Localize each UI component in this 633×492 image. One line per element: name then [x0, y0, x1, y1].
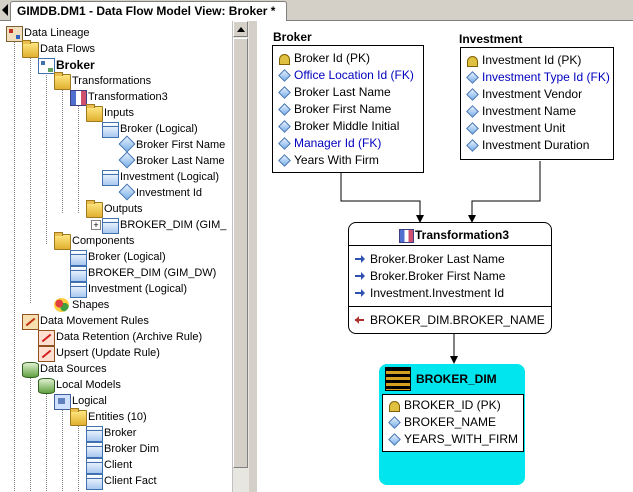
scroll-up-button[interactable]	[233, 21, 248, 37]
primary-key-icon	[279, 54, 290, 65]
input-arrow-icon	[355, 289, 365, 298]
table-icon	[385, 367, 411, 391]
investment-to-transformation-connector	[468, 161, 541, 223]
panel-splitter[interactable]	[249, 21, 257, 492]
tree-guide-line	[46, 385, 47, 491]
folder-icon	[22, 40, 39, 58]
model-explorer-tree[interactable]: Data Lineage Data Flows Broker Transform…	[0, 21, 249, 492]
table-icon	[70, 266, 87, 282]
attribute-icon	[278, 154, 291, 167]
scroll-left-icon[interactable]	[2, 4, 8, 16]
rule-icon	[38, 330, 55, 346]
broker-dim-entity[interactable]: BROKER_ID (PK) BROKER_NAME YEARS_WITH_FI…	[382, 394, 524, 452]
broker-entity-title: Broker	[273, 30, 312, 44]
database-icon	[38, 378, 55, 394]
transformation-icon	[70, 90, 87, 106]
folder-icon	[54, 72, 71, 90]
transformation-title-divider	[349, 245, 551, 246]
attribute-icon	[118, 183, 136, 201]
attribute-icon	[118, 151, 136, 169]
table-icon	[102, 218, 119, 234]
data-flow-icon	[38, 58, 55, 74]
attribute-icon	[466, 139, 479, 152]
folder-icon	[70, 408, 87, 426]
tree-guide-line	[46, 69, 47, 244]
diagram-canvas[interactable]: Broker Broker Id (PK) Office Location Id…	[257, 21, 633, 492]
table-icon	[86, 426, 103, 442]
attribute-icon	[278, 69, 291, 82]
primary-key-icon	[467, 56, 478, 67]
scroll-thumb[interactable]	[233, 38, 248, 468]
shapes-icon	[54, 298, 69, 312]
transformation-io-divider	[349, 306, 551, 307]
folder-icon	[54, 232, 71, 250]
tree-guide-line	[62, 401, 63, 491]
tree-scrollbar[interactable]	[232, 21, 249, 492]
document-tab[interactable]: GIMDB.DM1 - Data Flow Model View: Broker…	[10, 1, 287, 21]
investment-entity[interactable]: Investment Id (PK) Investment Type Id (F…	[460, 47, 614, 160]
document-tab-title: GIMDB.DM1 - Data Flow Model View: Broker…	[17, 4, 276, 18]
tree-guide-line	[78, 101, 79, 213]
table-icon	[102, 170, 119, 186]
attribute-icon	[278, 120, 291, 133]
attribute-icon	[466, 88, 479, 101]
broker-entity[interactable]: Broker Id (PK) Office Location Id (FK) B…	[272, 45, 424, 173]
primary-key-icon	[389, 401, 400, 412]
attribute-icon	[466, 71, 479, 84]
table-icon	[70, 250, 87, 266]
rule-icon	[38, 346, 55, 362]
table-icon	[86, 442, 103, 458]
expand-button[interactable]: +	[91, 220, 101, 230]
tree-guide-line	[62, 85, 63, 213]
broker-dim-header[interactable]: BROKER_DIM	[382, 367, 522, 391]
connector-layer	[340, 161, 541, 364]
attribute-icon	[118, 135, 136, 153]
model-icon	[54, 394, 71, 410]
lineage-icon	[6, 26, 23, 42]
attribute-icon	[278, 103, 291, 116]
transformation-title: Transformation3	[415, 228, 510, 242]
tree-guide-line	[30, 53, 31, 303]
broker-dim-title: BROKER_DIM	[416, 372, 497, 386]
document-tab-bar: GIMDB.DM1 - Data Flow Model View: Broker…	[0, 0, 633, 21]
investment-entity-title: Investment	[459, 32, 523, 46]
attribute-icon	[466, 105, 479, 118]
database-icon	[22, 362, 39, 378]
table-icon	[86, 474, 103, 490]
attribute-icon	[388, 416, 401, 429]
table-icon	[70, 282, 87, 298]
input-arrow-icon	[355, 272, 365, 281]
folder-icon	[86, 104, 103, 122]
rule-icon	[22, 314, 39, 330]
table-icon	[86, 458, 103, 474]
attribute-icon	[466, 122, 479, 135]
tree-guide-line	[78, 417, 79, 491]
transformation-icon	[399, 229, 414, 243]
tree-guide-line	[30, 369, 31, 491]
folder-icon	[86, 200, 103, 218]
attribute-icon	[388, 433, 401, 446]
attribute-icon	[278, 86, 291, 99]
transformation-box[interactable]: Transformation3 Broker.Broker Last Name …	[348, 222, 552, 334]
output-arrow-icon	[355, 316, 364, 325]
tree-guide-line	[14, 37, 15, 491]
broker-to-transformation-connector	[340, 171, 424, 223]
attribute-icon	[278, 137, 291, 150]
input-arrow-icon	[355, 255, 365, 264]
table-icon	[102, 122, 119, 138]
